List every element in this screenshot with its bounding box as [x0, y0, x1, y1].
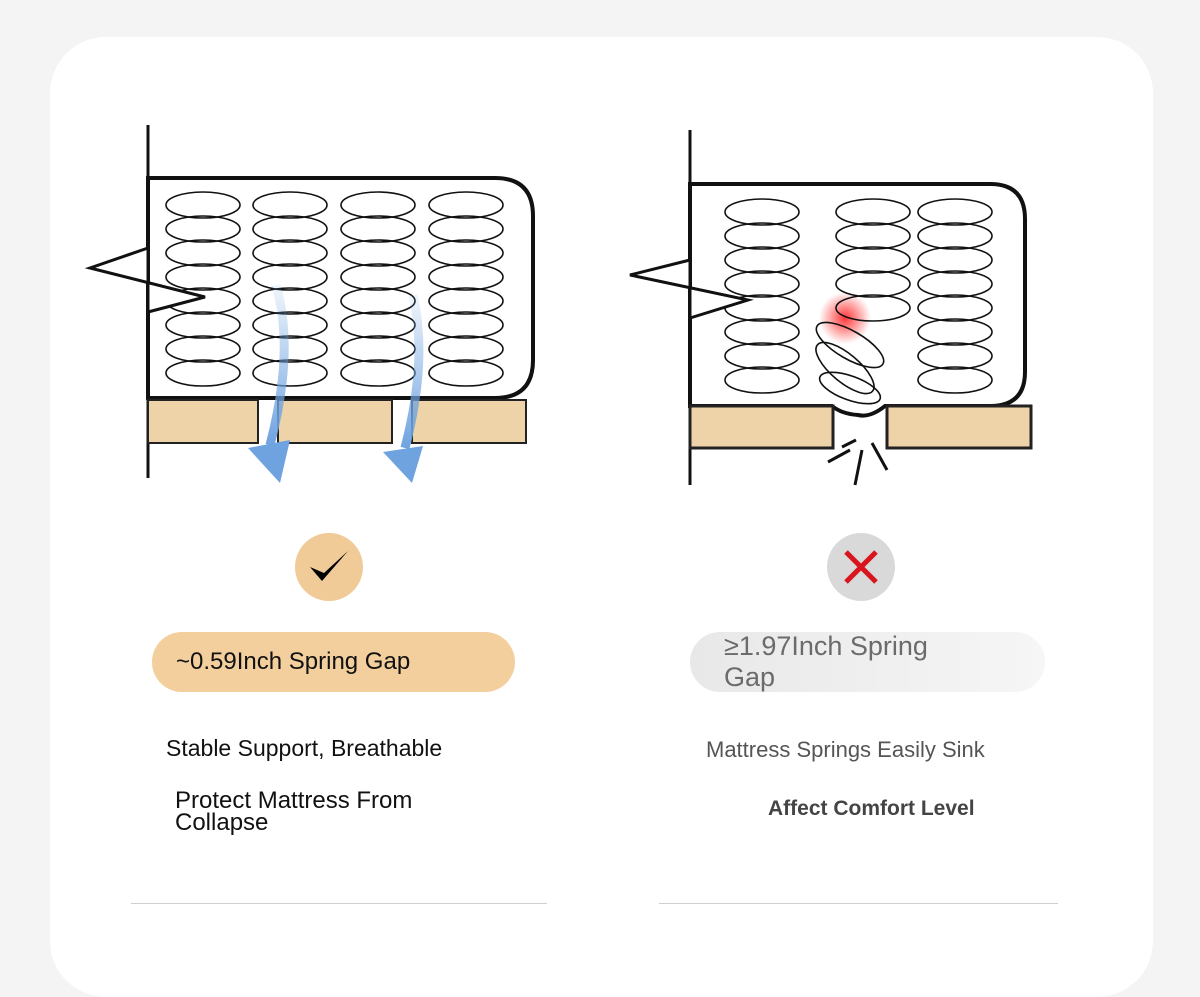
slat — [147, 399, 259, 444]
divider — [131, 903, 547, 904]
spring-coil — [428, 311, 504, 339]
x-badge — [827, 533, 895, 601]
spring-coil — [428, 287, 504, 315]
spring-coil — [340, 239, 416, 267]
spring-coil — [835, 294, 911, 322]
spring-diagrams — [84, 125, 1033, 486]
spring-coil — [165, 359, 241, 387]
spring-coil — [165, 215, 241, 243]
bad-gap-pill: ≥1.97Inch Spring Gap — [690, 631, 1045, 692]
spring-coil — [815, 321, 885, 369]
spring-coil — [724, 198, 800, 226]
spring-coil — [835, 270, 911, 298]
spring-coil — [428, 359, 504, 387]
airflow-arrow — [400, 293, 424, 450]
pressure-point — [819, 292, 871, 344]
bad-drawback-1: Mattress Springs Easily Sink — [706, 737, 985, 762]
bad-gap-diagram — [629, 130, 1033, 486]
good-benefit-2: Protect Mattress From Collapse — [175, 787, 413, 836]
break-notch — [84, 245, 206, 314]
spring-coil — [917, 318, 993, 346]
check-badge — [295, 533, 363, 601]
break-notch — [629, 258, 754, 321]
good-gap-label: ~0.59Inch Spring Gap — [176, 648, 411, 675]
spring-coil — [252, 263, 328, 291]
spring-coil — [724, 366, 800, 394]
spring-coil — [428, 191, 504, 219]
spring-coil — [252, 287, 328, 315]
good-gap-diagram — [84, 125, 535, 483]
spring-coil — [724, 270, 800, 298]
spring-coil — [917, 270, 993, 298]
spring-coil — [340, 191, 416, 219]
spring-coil — [428, 215, 504, 243]
spring-coil — [917, 342, 993, 370]
crack-lines — [827, 438, 889, 486]
spring-coil — [340, 215, 416, 243]
check-icon — [310, 551, 348, 581]
divider — [659, 903, 1058, 904]
slat — [688, 404, 835, 450]
spring-coil — [917, 294, 993, 322]
bad-drawback-2: Affect Comfort Level — [768, 797, 975, 820]
spring-coil — [724, 222, 800, 250]
x-icon — [844, 550, 878, 584]
good-benefit-1: Stable Support, Breathable — [166, 735, 443, 761]
spring-coil — [252, 359, 328, 387]
spring-coil — [835, 222, 911, 250]
spring-coil — [165, 311, 241, 339]
spring-coil — [252, 215, 328, 243]
spring-coil — [165, 335, 241, 363]
spring-coil — [835, 198, 911, 226]
mattress — [146, 176, 535, 400]
spring-coil — [428, 239, 504, 267]
spring-coil — [917, 246, 993, 274]
spring-coil — [815, 341, 875, 395]
slat — [885, 404, 1033, 450]
spring-coil — [724, 246, 800, 274]
spring-coil — [818, 371, 882, 405]
spring-coil — [165, 191, 241, 219]
spring-coil — [917, 366, 993, 394]
spring-coil — [252, 311, 328, 339]
spring-coil — [917, 222, 993, 250]
spring-coils — [724, 198, 993, 405]
spring-coil — [165, 263, 241, 291]
spring-coil — [724, 318, 800, 346]
spring-coil — [340, 263, 416, 291]
good-gap-pill: ~0.59Inch Spring Gap — [152, 632, 515, 692]
spring-coil — [252, 335, 328, 363]
bad-gap-label: ≥1.97Inch Spring Gap — [724, 631, 928, 692]
airflow-arrowhead — [248, 440, 290, 483]
airflow-arrow — [265, 283, 289, 447]
spring-coil — [165, 239, 241, 267]
spring-coil — [252, 239, 328, 267]
slat — [411, 399, 527, 444]
slat — [277, 399, 393, 444]
spring-coil — [917, 198, 993, 226]
airflow-arrowhead — [383, 446, 423, 483]
spring-coil — [835, 246, 911, 274]
spring-coil — [428, 263, 504, 291]
spring-coil — [252, 191, 328, 219]
spring-coil — [724, 342, 800, 370]
spring-coil — [428, 335, 504, 363]
